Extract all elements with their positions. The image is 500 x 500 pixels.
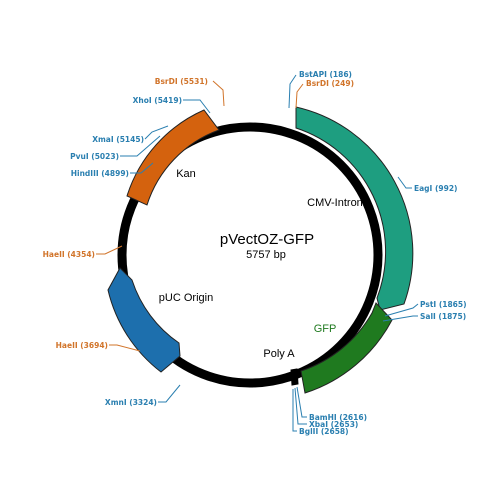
leader-hindiii-4899: [130, 162, 154, 174]
site-eagi-992: EagI (992): [414, 184, 457, 193]
leader-sali-1875: [382, 315, 418, 322]
site-haeii-3694: HaeII (3694): [56, 341, 108, 350]
site-xhoi-5419: XhoI (5419): [133, 96, 182, 105]
leader-bsrdi-249: [295, 83, 304, 109]
leader-xmni-3324: [158, 384, 181, 403]
gfp-feature[interactable]: [300, 302, 393, 394]
leader-haeii-4354: [96, 245, 123, 255]
leader-xbai-2653: [294, 387, 307, 425]
site-hindiii-4899: HindIII (4899): [71, 169, 129, 178]
gfp-label: GFP: [314, 323, 337, 335]
site-pvui-5023: PvuI (5023): [70, 152, 119, 161]
backbone-circle: [117, 122, 383, 388]
leader-eagi-992: [397, 176, 412, 189]
site-bstapi-186: BstAPI (186): [299, 70, 352, 79]
leader-xmai-5145: [144, 125, 169, 140]
puc-origin-label: pUC Origin: [159, 292, 213, 304]
plasmid-size: 5757 bp: [246, 249, 286, 261]
site-xmni-3324: XmnI (3324): [105, 398, 157, 407]
poly-a-label: Poly A: [263, 348, 295, 360]
leader-lines: [96, 74, 419, 432]
leader-xhoi-5419: [183, 99, 211, 114]
leader-pvui-5023: [120, 135, 161, 157]
site-bsrdi-249: BsrDI (249): [306, 79, 354, 88]
site-psti-1865: PstI (1865): [420, 300, 467, 309]
cmv-intron-label: CMV-Intron: [307, 197, 363, 209]
site-bsrdi-5531: BsrDI (5531): [155, 77, 208, 86]
site-bglii-2658: BglII (2658): [299, 427, 349, 436]
site-xmai-5145: XmaI (5145): [92, 135, 144, 144]
kan-label: Kan: [176, 168, 196, 180]
leader-psti-1865: [384, 303, 419, 317]
cmv-intron-feature[interactable]: [295, 106, 414, 311]
poly-a-feature[interactable]: [290, 368, 299, 386]
kan-feature[interactable]: [126, 109, 220, 206]
leader-bstapi-186: [288, 74, 297, 109]
leader-bamhi-2616: [296, 386, 307, 418]
leader-haeii-3694: [109, 344, 141, 352]
site-haeii-4354: HaeII (4354): [43, 250, 95, 259]
site-sali-1875: SalI (1875): [420, 312, 466, 321]
site-xbai-2653: XbaI (2653): [309, 420, 358, 429]
puc-origin-feature[interactable]: [107, 267, 181, 373]
plasmid-name: pVectOZ-GFP: [220, 231, 314, 248]
leader-bsrdi-5531: [212, 80, 225, 107]
site-bamhi-2616: BamHI (2616): [309, 413, 367, 422]
leader-bglii-2658: [292, 389, 297, 432]
